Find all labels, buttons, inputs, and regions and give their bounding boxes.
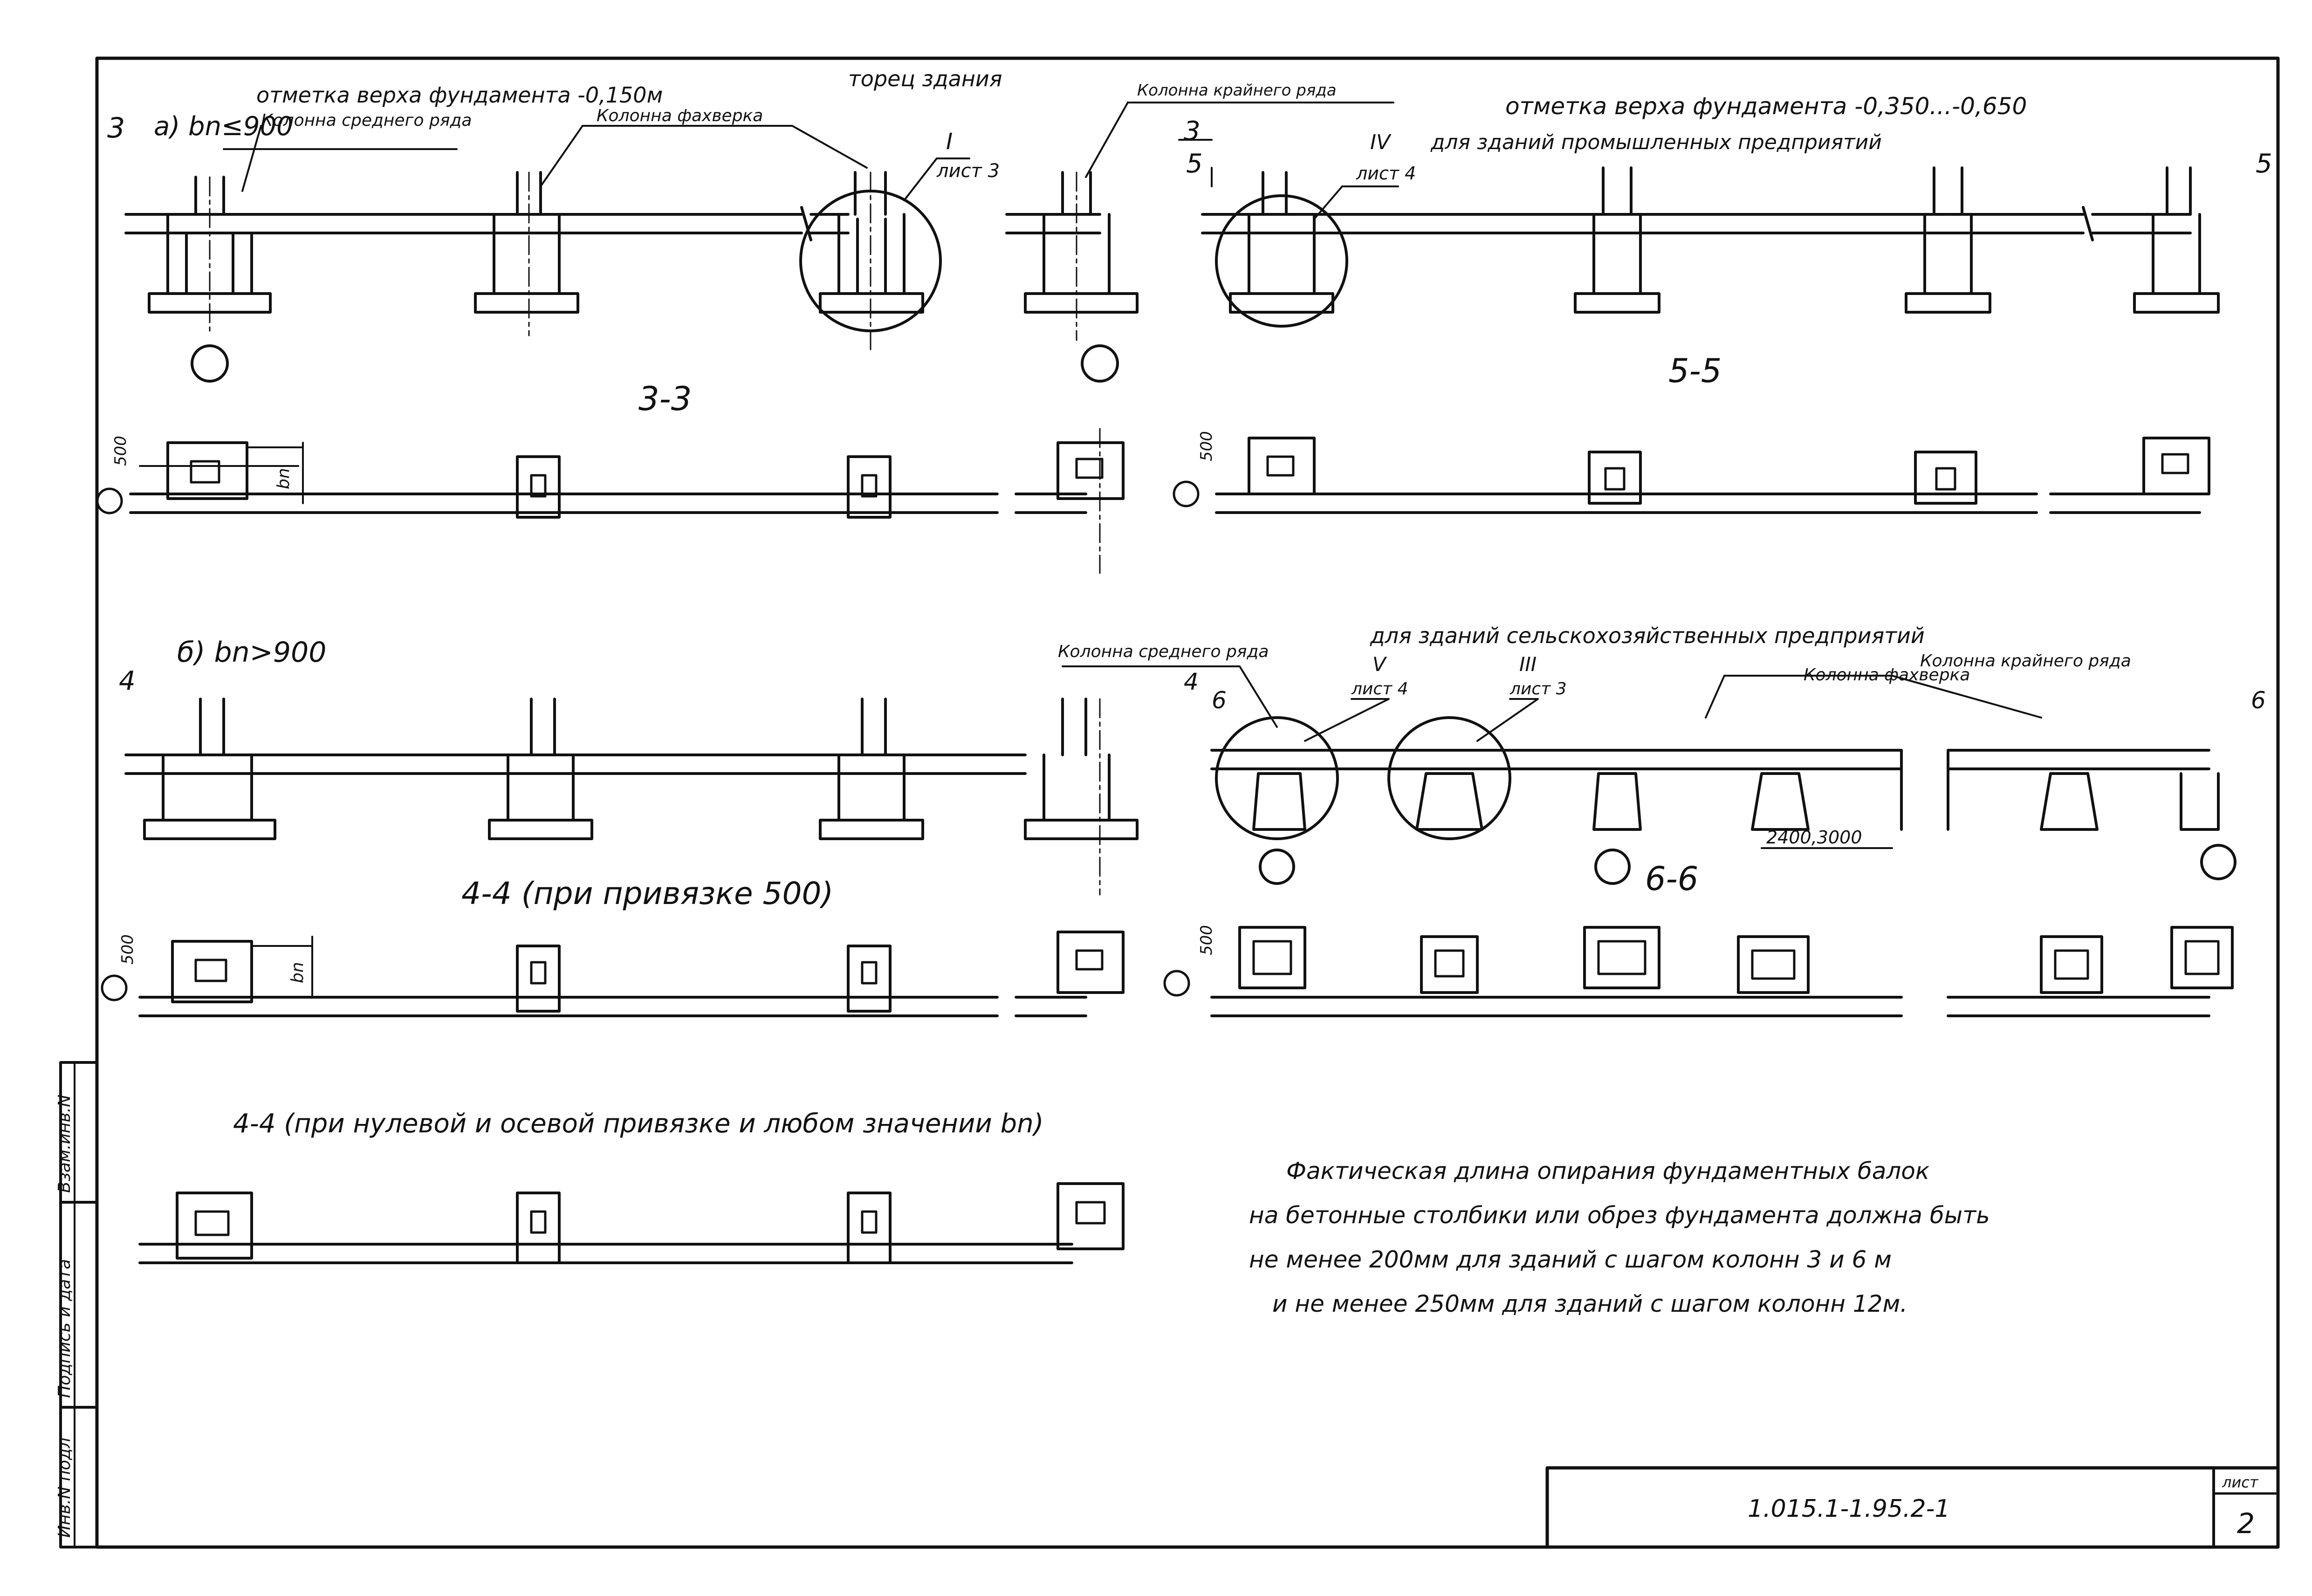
section-mark-4-right: 4 bbox=[1184, 668, 1199, 695]
note-line-2: на бетонные столбики или обрез фундамент… bbox=[1249, 1202, 1990, 1229]
plan-row-top: 500 bn 500 bbox=[96, 428, 2210, 574]
callout-V-number: V bbox=[1372, 653, 1387, 676]
note-line-1: Фактическая длина опирания фундаментных … bbox=[1286, 1158, 1929, 1185]
callout-I-number: I bbox=[946, 129, 953, 155]
stamp-inv-podl: Инв.N подл bbox=[55, 1438, 74, 1538]
section-mark-3-left: 3 bbox=[107, 112, 125, 144]
variant-b-label: б) bn>900 bbox=[177, 636, 326, 669]
column-middle-label-top: Колонна среднего ряда bbox=[261, 111, 472, 130]
dim-bn-top: bn bbox=[274, 468, 293, 489]
cut-mark-5-right: 5 bbox=[2256, 149, 2272, 179]
elevation-label-upper-left: отметка верха фундамента -0,150м bbox=[256, 82, 663, 108]
section-4-4-zero-axial: 4-4 (при нулевой и осевой привязке и люб… bbox=[138, 1109, 1125, 1264]
dim-500-middle-right: 500 bbox=[1197, 925, 1216, 955]
dim-500-top-right: 500 bbox=[1197, 431, 1216, 461]
section-mark-3-right: 3 bbox=[1184, 116, 1201, 146]
stamp-vzam: Взам.инв.N bbox=[55, 1095, 74, 1193]
drawing-code: 1.015.1-1.95.2-1 bbox=[1748, 1495, 1950, 1523]
plan-row-middle: 500 bn 500 bbox=[101, 925, 2234, 1017]
agricultural-purpose-label: для зданий сельскохозяйственных предприя… bbox=[1370, 623, 1925, 648]
section-title-4-4-zero: 4-4 (при нулевой и осевой привязке и люб… bbox=[233, 1109, 1044, 1139]
end-of-building-label: торец здания bbox=[848, 66, 1002, 91]
column-fachwerk-label-6: Колонна фахверка bbox=[1804, 665, 1970, 685]
section-5-5-elevation: 3 отметка верха фундамента -0,350...-0,6… bbox=[1178, 93, 2272, 390]
section-mark-4-left: 4 bbox=[119, 666, 136, 696]
column-edge-label-6: Колонна крайнего ряда bbox=[1920, 651, 2131, 671]
title-block: 1.015.1-1.95.2-1 лист 2 bbox=[1545, 1466, 2280, 1549]
note-line-4: и не менее 250мм для зданий с шагом коло… bbox=[1272, 1290, 1907, 1317]
sheet-number: 2 bbox=[2237, 1507, 2255, 1540]
section-title-4-4-500: 4-4 (при привязке 500) bbox=[461, 876, 833, 911]
section-3-3-elevation: 3 а) bn≤900 отметка верха фундамента -0,… bbox=[107, 66, 1394, 418]
section-6-6-elevation: для зданий сельскохозяйственных предприя… bbox=[1058, 623, 2266, 898]
callout-III-number: III bbox=[1519, 653, 1537, 676]
section-title-5-5: 5-5 bbox=[1668, 352, 1722, 390]
dim-500-top: 500 bbox=[111, 436, 130, 466]
sheet-label: лист bbox=[2222, 1473, 2259, 1491]
dim-2400-3000: 2400,3000 bbox=[1766, 827, 1862, 848]
section-4-4-elevation: б) bn>900 4 4-4 (при привязке 500) bbox=[119, 636, 1139, 911]
left-stamp: Взам.инв.N Подпись и дата Инв.N подл bbox=[55, 1061, 98, 1548]
callout-IV-sheet: лист 4 bbox=[1356, 163, 1416, 184]
sheet-frame bbox=[95, 56, 2280, 1549]
section-title-6-6: 6-6 bbox=[1645, 860, 1698, 898]
note-block: Фактическая длина опирания фундаментных … bbox=[1249, 1158, 1990, 1317]
dim-500-middle: 500 bbox=[118, 934, 137, 965]
elevation-label-upper-right: отметка верха фундамента -0,350...-0,650 bbox=[1505, 93, 2027, 120]
column-edge-label-top: Колонна крайнего ряда bbox=[1137, 81, 1337, 100]
column-fachwerk-label-top: Колонна фахверка bbox=[597, 106, 763, 125]
stamp-sign-date: Подпись и дата bbox=[55, 1259, 74, 1398]
section-title-3-3: 3-3 bbox=[638, 380, 692, 418]
cut-mark-6-right: 6 bbox=[2251, 687, 2266, 714]
cut-mark-6-left: 6 bbox=[1212, 687, 1227, 714]
callout-V-sheet: лист 4 bbox=[1351, 679, 1408, 699]
column-middle-label-6: Колонна среднего ряда bbox=[1058, 642, 1269, 661]
callout-III-sheet: лист 3 bbox=[1509, 679, 1567, 699]
dim-bn-middle: bn bbox=[288, 962, 307, 983]
callout-IV-number: IV bbox=[1370, 130, 1392, 154]
cut-mark-5-left: 5 bbox=[1186, 149, 1203, 179]
note-line-3: не менее 200мм для зданий с шагом колонн… bbox=[1249, 1246, 1892, 1273]
variant-a-label: а) bn≤900 bbox=[154, 111, 293, 142]
industrial-purpose-label: для зданий промышленных предприятий bbox=[1430, 130, 1882, 154]
callout-I-sheet: лист 3 bbox=[936, 160, 1000, 182]
